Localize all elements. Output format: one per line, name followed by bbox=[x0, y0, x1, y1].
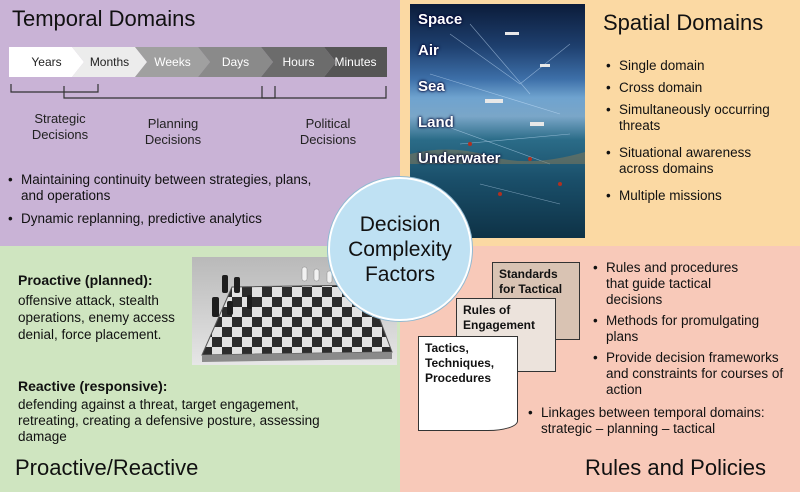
timeline-days: Days bbox=[198, 47, 273, 77]
timeline-brackets bbox=[10, 84, 387, 99]
rules-title: Rules and Policies bbox=[585, 455, 766, 480]
proactive-text: offensive attack, stealth operations, en… bbox=[18, 293, 175, 342]
spatial-bullet-1: •Single domain bbox=[606, 58, 705, 73]
reactive-heading: Reactive (responsive): bbox=[18, 378, 168, 394]
label-land: Land bbox=[418, 114, 454, 131]
spatial-bullet-3: •Simultaneously occurring threats bbox=[606, 102, 770, 133]
spatial-bullet-4: •Situational awareness across domains bbox=[606, 145, 752, 176]
timeline-weeks: Weeks bbox=[135, 47, 210, 77]
label-underwater: Underwater bbox=[418, 150, 501, 167]
center-line-2: Complexity bbox=[348, 237, 452, 261]
spatial-bullet-2: •Cross domain bbox=[606, 80, 703, 95]
rules-bullet-3: •Provide decision frameworks and constra… bbox=[593, 350, 784, 397]
rules-bullet-2: •Methods for promulgating plans bbox=[593, 313, 760, 344]
rules-bullet-4: •Linkages between temporal domains: stra… bbox=[528, 405, 765, 436]
doc-ttp: Tactics, Techniques, Procedures bbox=[418, 336, 518, 431]
timeline-years: Years bbox=[9, 47, 84, 77]
timeline-hours: Hours bbox=[261, 47, 336, 77]
temporal-quadrant bbox=[0, 0, 400, 246]
rules-bullet-1: •Rules and procedures that guide tactica… bbox=[593, 260, 739, 307]
center-line-3: Factors bbox=[364, 262, 435, 286]
spatial-bullet-5: •Multiple missions bbox=[606, 188, 722, 203]
temporal-bullet-1: •Maintaining continuity between strategi… bbox=[8, 172, 312, 203]
temporal-title: Temporal Domains bbox=[12, 6, 196, 31]
label-sea: Sea bbox=[418, 78, 445, 95]
label-space: Space bbox=[418, 11, 463, 28]
label-air: Air bbox=[418, 42, 439, 59]
reactive-text: defending against a threat, target engag… bbox=[18, 397, 320, 444]
center-line-1: Decision bbox=[359, 212, 441, 236]
temporal-bullet-2: •Dynamic replanning, predictive analytic… bbox=[8, 211, 262, 226]
center-circle: Decision Complexity Factors bbox=[328, 177, 472, 321]
spatial-title: Spatial Domains bbox=[603, 10, 764, 35]
timeline: Years Months Weeks Days Hours Minutes bbox=[9, 47, 387, 77]
proactive-title: Proactive/Reactive bbox=[15, 455, 199, 480]
proactive-heading: Proactive (planned): bbox=[18, 272, 153, 288]
timeline-months: Months bbox=[72, 47, 147, 77]
